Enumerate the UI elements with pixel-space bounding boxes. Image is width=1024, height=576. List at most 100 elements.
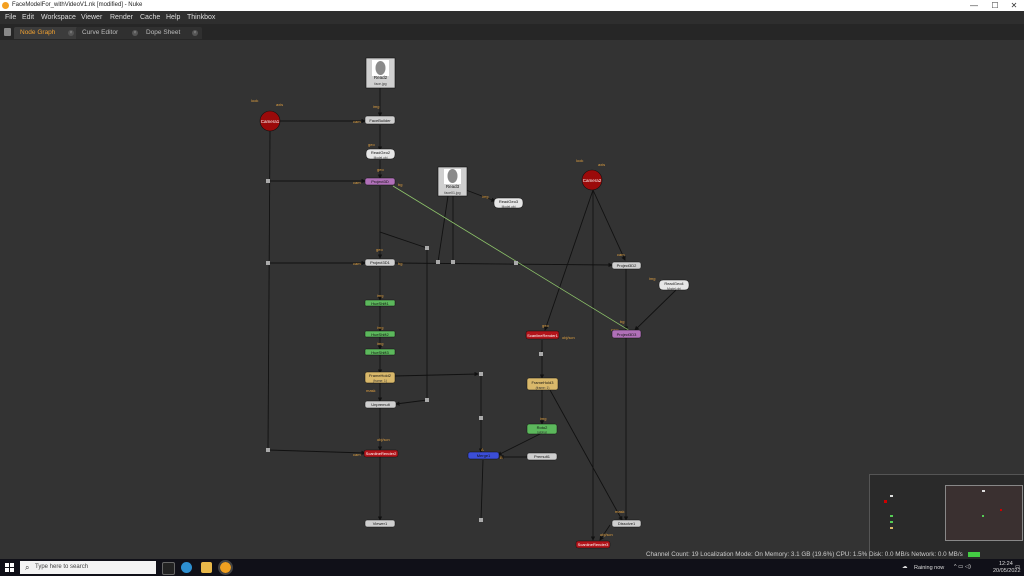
- menu-edit[interactable]: Edit: [22, 14, 35, 21]
- menu-thinkbox[interactable]: Thinkbox: [187, 14, 216, 21]
- weather-text[interactable]: Raining now: [914, 565, 945, 571]
- svg-text:axis: axis: [598, 162, 605, 167]
- project4-node[interactable]: Project3D3: [611, 329, 642, 339]
- roto2-node[interactable]: Roto2 (alpha): [526, 423, 558, 435]
- premult-node[interactable]: Premult1: [526, 452, 558, 461]
- grade1-node[interactable]: HueShift1: [364, 299, 396, 307]
- svg-text:obj/scn: obj/scn: [562, 335, 575, 340]
- clock-time[interactable]: 12:24: [999, 561, 1013, 567]
- project3-node[interactable]: Project3D2: [611, 261, 642, 270]
- menu-viewer[interactable]: Viewer: [81, 14, 103, 21]
- notification-icon[interactable]: ▭: [1015, 564, 1021, 570]
- svg-text:cam: cam: [617, 252, 625, 257]
- svg-text:cam: cam: [353, 180, 361, 185]
- grade2-node[interactable]: HueShift2: [364, 330, 396, 338]
- weather-icon[interactable]: ☁: [902, 564, 908, 570]
- node-graph-svg[interactable]: look axis img cam geo geo cam bg geo cam bg im…: [0, 40, 1024, 559]
- minimap-panel[interactable]: [869, 474, 1024, 561]
- title-bar: FaceModelFor_withVideoV1.nk [modified] -…: [0, 0, 1024, 11]
- svg-text:cam: cam: [353, 119, 361, 124]
- menu-help[interactable]: Help: [166, 14, 181, 21]
- unpremult-node[interactable]: Unpremult: [364, 400, 397, 409]
- dot-nodes[interactable]: [266, 179, 543, 522]
- svg-text:img: img: [377, 341, 383, 346]
- readgeo3-node[interactable]: ReadGeo3 Model.obj: [493, 197, 524, 209]
- tab-node-graph[interactable]: Node Graph ×: [14, 27, 78, 39]
- close-icon[interactable]: ×: [68, 30, 74, 36]
- tab-dope-sheet[interactable]: Dope Sheet ×: [140, 27, 202, 39]
- svg-text:geo: geo: [368, 142, 375, 147]
- tab-curve-editor[interactable]: Curve Editor ×: [76, 27, 142, 39]
- scanline3-node[interactable]: ScanlineRender3: [575, 540, 611, 549]
- taskbar-search[interactable]: ⌕ Type here to search: [20, 561, 156, 574]
- edge-browser-icon[interactable]: [181, 562, 192, 573]
- scanline1-node[interactable]: ScanlineRender1: [525, 330, 560, 340]
- grade3-label: HueShift3: [371, 350, 389, 355]
- read3-node[interactable]: Read3 face01.jpg: [437, 166, 468, 197]
- project2-node[interactable]: Project3D1: [364, 258, 396, 267]
- clock-date[interactable]: 20/05/2022: [993, 568, 1021, 574]
- status-bar: Channel Count: 19 Localization Mode: On …: [646, 551, 981, 558]
- card-node[interactable]: FaceBuilder: [364, 115, 396, 125]
- camera1-node[interactable]: Camera1: [259, 110, 281, 132]
- viewer1-node[interactable]: Viewer1: [364, 519, 396, 528]
- scanline3-label: ScanlineRender3: [578, 542, 609, 547]
- svg-text:img: img: [649, 276, 655, 281]
- grade3-node[interactable]: HueShift3: [364, 348, 396, 356]
- dissolve-node[interactable]: Dissolve1: [611, 519, 642, 528]
- project1-node[interactable]: Project3D: [364, 177, 396, 186]
- nuke-app-icon[interactable]: [218, 560, 233, 575]
- framehold2-node[interactable]: FrameHold2 (frame: 1): [364, 371, 396, 384]
- read2-sub: face.jpg: [374, 82, 386, 86]
- menu-file[interactable]: File: [5, 14, 17, 21]
- project3-label: Project3D2: [617, 263, 638, 268]
- svg-text:img: img: [482, 194, 488, 199]
- svg-text:cam: cam: [353, 452, 361, 457]
- scanline2-node[interactable]: ScanlineRender2: [363, 449, 399, 458]
- menu-cache[interactable]: Cache: [140, 14, 161, 21]
- camera2-node[interactable]: Camera2: [581, 169, 603, 191]
- svg-text:img: img: [377, 325, 383, 330]
- framehold2-label: FrameHold2: [369, 373, 392, 378]
- merge1-node[interactable]: Merge1: [467, 451, 500, 460]
- search-placeholder: Type here to search: [35, 564, 89, 570]
- node-graph-canvas[interactable]: look axis img cam geo geo cam bg geo cam bg im…: [0, 40, 1024, 561]
- read2-node[interactable]: Read2 face.jpg: [365, 57, 396, 89]
- taskbar: ⌕ Type here to search ☁ Raining now ^ ▭ …: [0, 559, 1024, 576]
- close-icon[interactable]: ×: [132, 30, 138, 36]
- minimize-button[interactable]: —: [970, 1, 978, 10]
- panel-menu-icon[interactable]: [4, 28, 11, 36]
- tray-icons[interactable]: ^ ▭ ◁): [954, 564, 971, 570]
- svg-text:bg: bg: [620, 319, 624, 324]
- menu-workspace[interactable]: Workspace: [41, 14, 76, 21]
- windows-start-icon[interactable]: [5, 563, 14, 572]
- readgeo2-label: ReadGeo2: [371, 150, 391, 155]
- scanline1-label: ScanlineRender1: [527, 333, 558, 338]
- svg-text:A: A: [481, 447, 484, 452]
- status-text: Channel Count: 19 Localization Mode: On …: [646, 551, 963, 558]
- svg-text:img: img: [373, 104, 379, 109]
- maximize-button[interactable]: ☐: [991, 1, 999, 10]
- scanline2-label: ScanlineRender2: [366, 451, 397, 456]
- close-icon[interactable]: ×: [192, 30, 198, 36]
- svg-text:geo: geo: [376, 247, 383, 252]
- node-connections: [267, 88, 677, 541]
- close-button[interactable]: ✕: [1010, 1, 1018, 10]
- project1-label: Project3D: [371, 179, 389, 184]
- readgeo4-node[interactable]: ReadGeo4 Model.obj: [658, 279, 690, 291]
- project4-label: Project3D3: [617, 332, 638, 337]
- menu-render[interactable]: Render: [110, 14, 133, 21]
- readgeo3-label: ReadGeo3: [499, 199, 519, 204]
- framehold3-node[interactable]: FrameHold3 (frame: 1): [526, 377, 559, 391]
- svg-text:look: look: [576, 158, 583, 163]
- minimap-viewport[interactable]: [945, 485, 1023, 541]
- file-explorer-icon[interactable]: [201, 562, 212, 573]
- svg-text:bg: bg: [398, 182, 402, 187]
- face-thumbnail-icon: [375, 61, 386, 75]
- nuke-logo-icon: [2, 2, 9, 9]
- framehold2-sub: (frame: 1): [373, 379, 387, 383]
- svg-text:geo: geo: [377, 167, 384, 172]
- readgeo2-node[interactable]: ReadGeo2 Model.obj: [365, 148, 396, 160]
- task-view-icon[interactable]: [162, 562, 175, 575]
- read3-label: Read3: [446, 184, 460, 189]
